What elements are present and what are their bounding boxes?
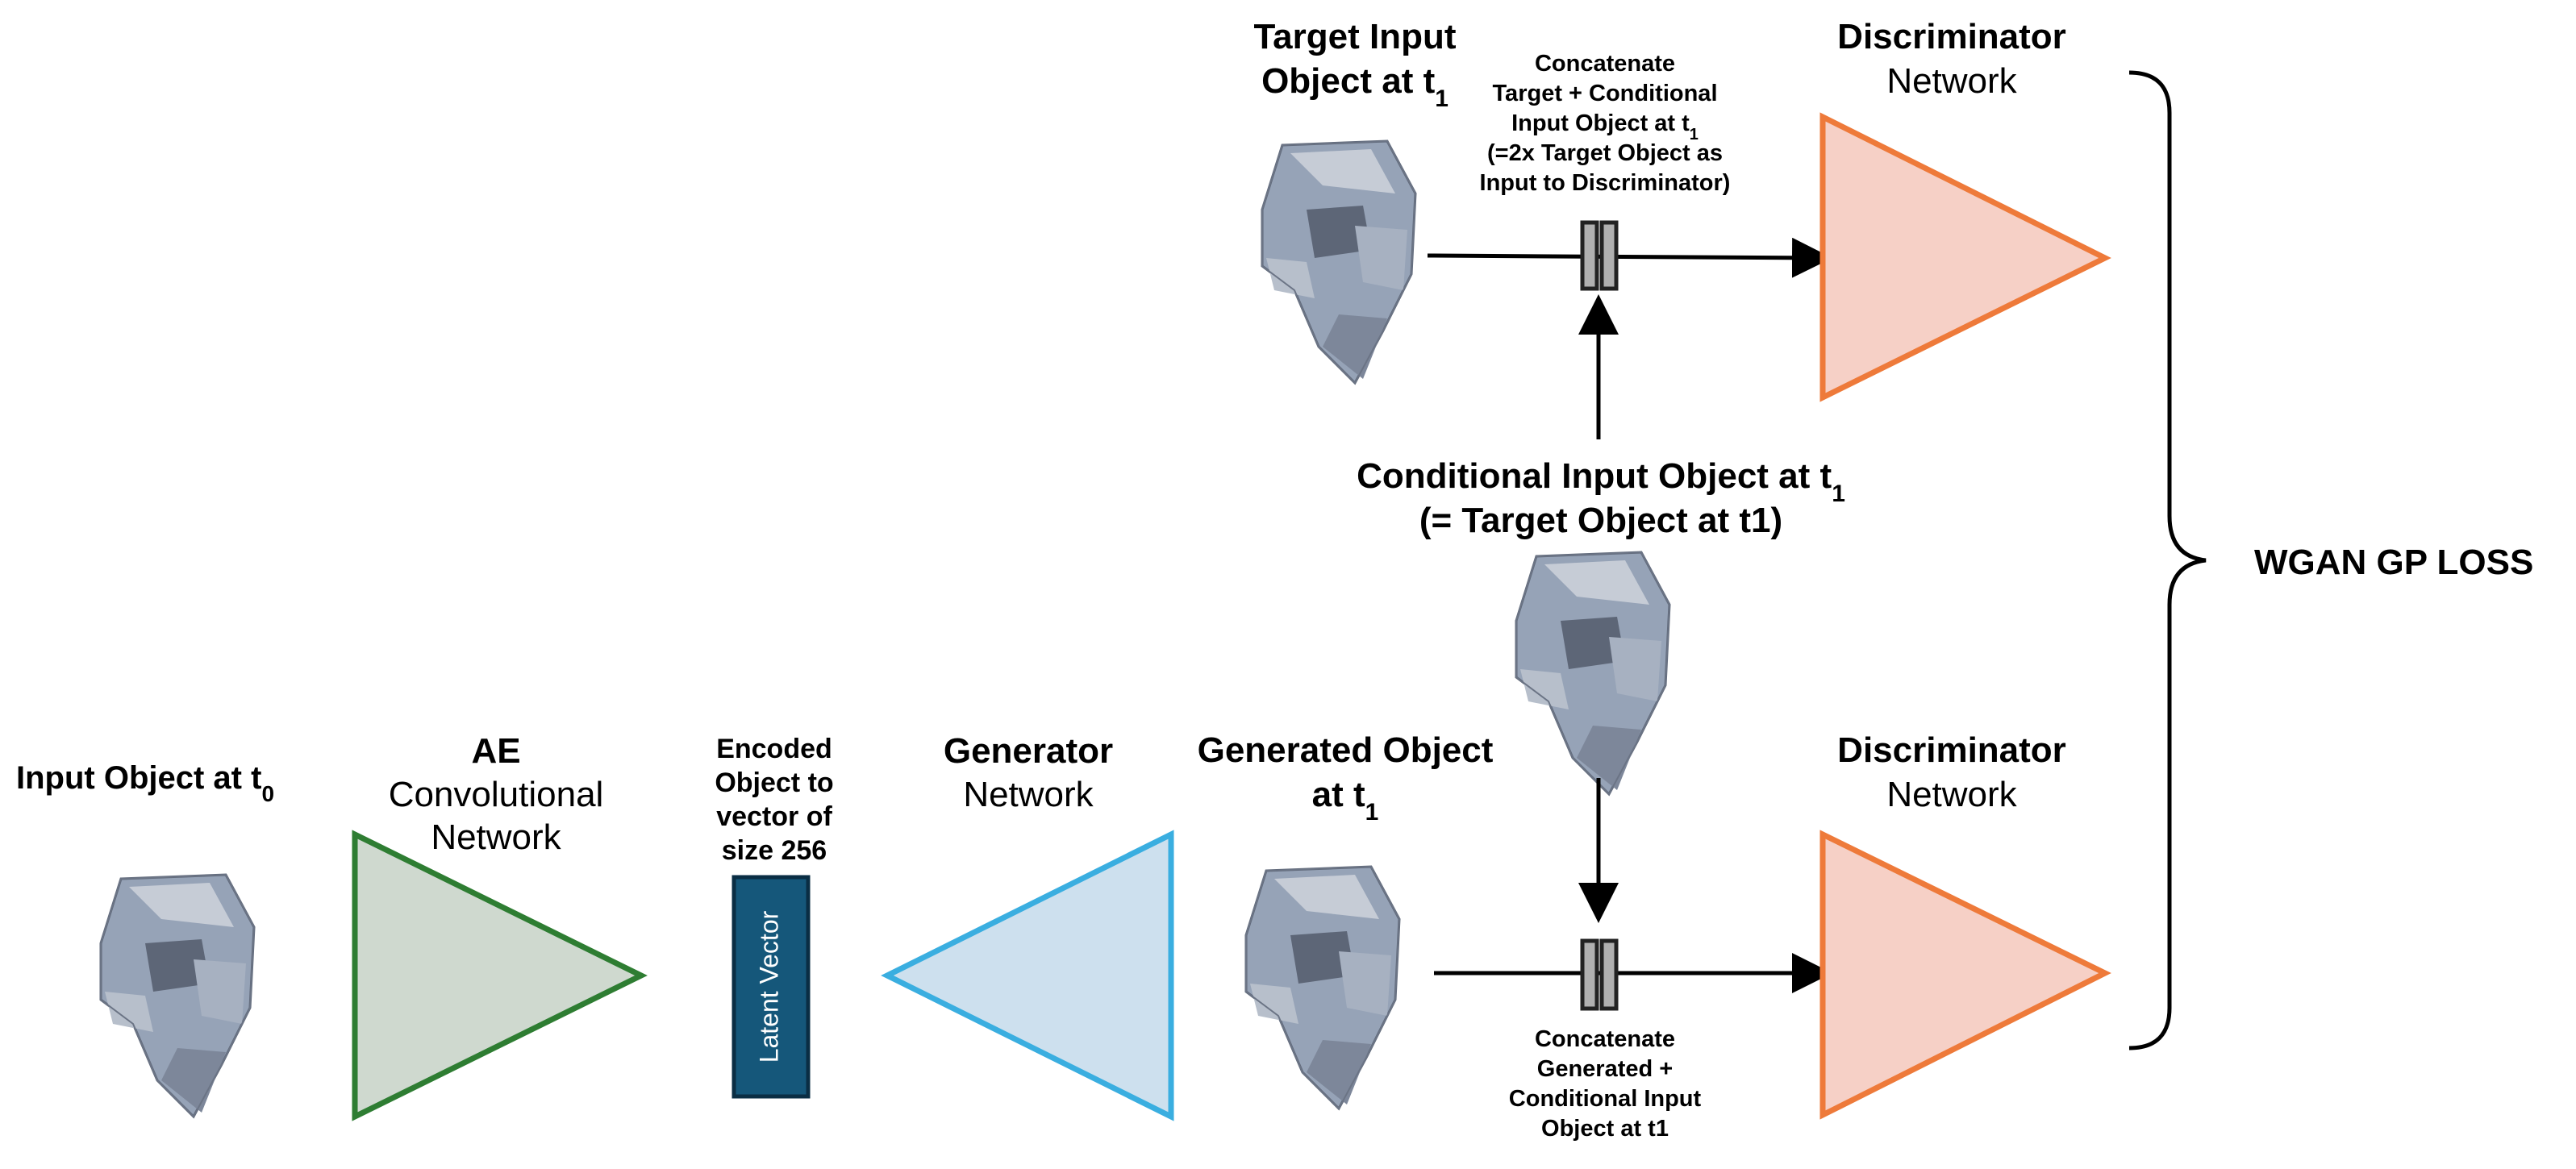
concat-top-label-2: Target + Conditional xyxy=(1493,81,1718,106)
generator-title: Generator xyxy=(944,731,1113,771)
conditional-object-label-1: Conditional Input Object at t1 xyxy=(1357,456,1845,507)
discriminator-top-subtitle: Network xyxy=(1886,61,2017,101)
concat-bottom-label-4: Object at t1 xyxy=(1541,1116,1669,1142)
concat-top-label-4: (=2x Target Object as xyxy=(1487,140,1723,166)
concat-top-label-3: Input Object at t1 xyxy=(1511,110,1699,144)
concat-top-label-5: Input to Discriminator) xyxy=(1480,170,1731,196)
encoded-label-1: Encoded xyxy=(716,734,832,764)
concat-top-label-1: Concatenate xyxy=(1535,51,1675,77)
input-object-voxel xyxy=(99,873,256,1118)
generator-subtitle: Network xyxy=(963,775,1094,814)
generated-object-label-1: Generated Object xyxy=(1198,730,1494,770)
latent-vector-label: Latent Vector xyxy=(754,910,783,1063)
discriminator-bottom-subtitle: Network xyxy=(1886,775,2017,814)
concat-bottom-label-1: Concatenate xyxy=(1535,1026,1675,1052)
target-object-label-2: Object at t1 xyxy=(1261,61,1448,112)
discriminator-top-title: Discriminator xyxy=(1837,17,2066,56)
ae-subtitle: Convolutional xyxy=(389,775,604,814)
ae-subtitle-2: Network xyxy=(431,817,561,857)
ae-network-triangle xyxy=(352,830,648,1121)
encoded-label-4: size 256 xyxy=(722,835,827,866)
generator-network-triangle xyxy=(881,830,1174,1121)
target-object-label-1: Target Input xyxy=(1254,17,1457,56)
concat-block-top xyxy=(1580,220,1619,291)
wgan-gp-loss-label: WGAN GP LOSS xyxy=(2254,543,2533,582)
loss-curly-brace xyxy=(2128,70,2207,1050)
discriminator-bottom-title: Discriminator xyxy=(1837,730,2066,770)
conditional-object-label-2: (= Target Object at t1) xyxy=(1419,501,1782,540)
concat-bottom-label-3: Conditional Input xyxy=(1509,1086,1702,1112)
generated-object-label-2: at t1 xyxy=(1312,775,1379,826)
conditional-object-voxel xyxy=(1515,551,1671,796)
concat-bottom-label-2: Generated + xyxy=(1537,1056,1673,1082)
concat-block-bottom xyxy=(1580,938,1619,1011)
discriminator-bottom-triangle xyxy=(1819,830,2111,1120)
input-object-label: Input Object at t0 xyxy=(16,760,274,806)
encoded-label-2: Object to xyxy=(715,768,833,798)
arrow-target-to-discriminator xyxy=(1427,237,1832,278)
ae-title: AE xyxy=(471,731,520,771)
latent-vector-box xyxy=(732,875,811,1099)
encoded-label-3: vector of xyxy=(716,801,832,832)
target-object-voxel xyxy=(1261,139,1417,385)
generated-object-voxel xyxy=(1244,865,1401,1110)
discriminator-top-triangle xyxy=(1819,112,2111,402)
